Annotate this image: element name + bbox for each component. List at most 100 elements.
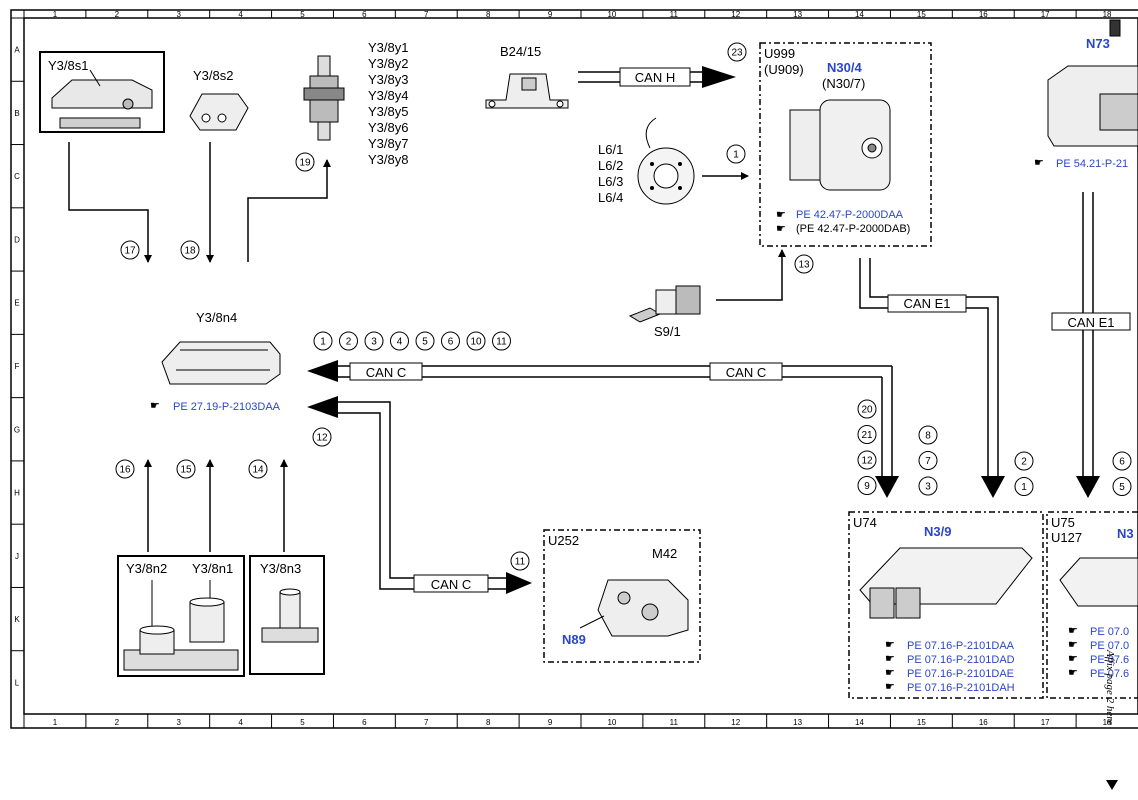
can-e1-u75-marker-circle	[1112, 451, 1132, 471]
y3-8y-solenoid: Y3/8y1 Y3/8y2 Y3/8y3 Y3/8y4 Y3/8y5 Y3/8y…	[303, 40, 408, 167]
marker-14: 14	[252, 465, 264, 476]
y3-8y3-label: Y3/8y3	[368, 72, 408, 87]
grid-col-label: 13	[793, 10, 802, 19]
can-c-marker-circle	[918, 476, 938, 496]
u999-label: U999	[764, 46, 795, 61]
can-c-marker: 21	[861, 430, 873, 441]
hand-icon-3: ☛	[1034, 157, 1044, 169]
grid-col-label: 8	[486, 10, 491, 19]
y3-8n1-label: Y3/8n1	[192, 561, 233, 576]
grid-row-label: B	[14, 109, 19, 118]
marker-18-circle	[180, 240, 200, 260]
marker-19-circle	[295, 152, 315, 172]
b24-15-label: B24/15	[500, 44, 541, 59]
can-e1-u75-marker: 5	[1119, 482, 1125, 493]
hand-icon-12: ☛	[1068, 667, 1078, 679]
y3-8n4-component: Y3/8n4 ☛ PE 27.19-P-2103DAA	[150, 310, 281, 413]
can-e1-bus-u75: CAN E1	[1051, 192, 1131, 498]
can-c-marker: 8	[925, 431, 931, 442]
marker-13: 13	[798, 260, 810, 271]
l6-1-label: L6/1	[598, 142, 623, 157]
marker-12: 12	[316, 433, 328, 444]
hand-icon-10: ☛	[1068, 639, 1078, 651]
can-c-label-2: CAN C	[726, 365, 766, 380]
grid-col-label: 15	[917, 10, 926, 19]
y3-8n2-label: Y3/8n2	[126, 561, 167, 576]
y3-8n4-input-marker-circle	[339, 331, 358, 351]
marker-18: 18	[184, 246, 196, 257]
grid-col-label: 8	[486, 718, 491, 727]
s9-1-label: S9/1	[654, 324, 681, 339]
side-note: Affix page 2 here	[1104, 649, 1118, 790]
can-e1-marker: 1	[1021, 482, 1027, 493]
n3-9-label: N3/9	[924, 524, 951, 539]
y3-8n4-ref[interactable]: PE 27.19-P-2103DAA	[173, 401, 281, 413]
marker-1: 1	[733, 150, 739, 161]
can-e1-marker: 2	[1021, 457, 1027, 468]
n30-4-label: N30/4	[827, 60, 862, 75]
y3-8y1-label: Y3/8y1	[368, 40, 408, 55]
can-c-marker: 7	[925, 456, 931, 467]
can-h-label: CAN H	[635, 70, 675, 85]
u127-label: U127	[1051, 530, 1082, 545]
grid-col-label: 13	[793, 718, 802, 727]
u74-ref-3[interactable]: PE 07.16-P-2101DAE	[907, 668, 1014, 680]
u75-ref-2[interactable]: PE 07.0	[1090, 640, 1129, 652]
l6-4-label: L6/4	[598, 190, 623, 205]
marker-15: 15	[180, 465, 192, 476]
y3-8n4-input-marker: 3	[371, 337, 377, 348]
can-c-marker-circle	[918, 425, 938, 445]
u74-ref-1[interactable]: PE 07.16-P-2101DAA	[907, 640, 1015, 652]
grid-col-label: 18	[1103, 718, 1112, 727]
grid-col-label: 1	[53, 10, 58, 19]
u74-module-box: U74 N3/9 ☛ PE 07.16-P-2101DAA ☛ PE 07.16…	[848, 511, 1044, 699]
hand-icon-4: ☛	[150, 400, 160, 412]
can-c-marker-circle	[857, 399, 877, 419]
bus-lines: CAN H CAN C CAN C CAN C	[307, 66, 1131, 594]
y3-8n4-input-marker-circle	[441, 331, 460, 351]
y3-8n4-input-marker-circle	[492, 331, 511, 351]
marker-17: 17	[124, 246, 136, 257]
l6-3-label: L6/3	[598, 174, 623, 189]
marker-14-circle	[248, 459, 268, 479]
u74-ref-4[interactable]: PE 07.16-P-2101DAH	[907, 682, 1015, 694]
grid-row-label: E	[14, 299, 19, 308]
y3-8y2-label: Y3/8y2	[368, 56, 408, 71]
y3-8y5-label: Y3/8y5	[368, 104, 408, 119]
n3-partial-label: N3	[1117, 526, 1134, 541]
u74-ref-2[interactable]: PE 07.16-P-2101DAD	[907, 654, 1015, 666]
u75-ref-3[interactable]: PE 07.6	[1090, 654, 1129, 666]
u75-ref-1[interactable]: PE 07.0	[1090, 626, 1129, 638]
n30-4-ref-1[interactable]: PE 42.47-P-2000DAA	[796, 209, 904, 221]
y3-8n4-input-marker: 1	[320, 337, 326, 348]
y3-8n3-label: Y3/8n3	[260, 561, 301, 576]
y3-8n1-n2-box: Y3/8n2 Y3/8n1	[117, 555, 245, 677]
grid-col-label: 16	[979, 718, 988, 727]
y3-8n4-input-marker-circle	[390, 331, 409, 351]
n73-ref[interactable]: PE 54.21-P-21	[1056, 158, 1128, 170]
can-e1-u75-marker: 6	[1119, 457, 1125, 468]
n73-label: N73	[1086, 36, 1110, 51]
grid-col-label: 9	[548, 10, 553, 19]
n30-7-label: (N30/7)	[822, 76, 865, 91]
grid-col-label: 12	[731, 718, 740, 727]
can-e1-label-1: CAN E1	[904, 296, 951, 311]
marker-16: 16	[119, 465, 131, 476]
grid-ruler: 1122334455667788991010111112121313141415…	[11, 10, 1112, 728]
marker-11-circle	[510, 551, 530, 571]
can-e1-bus-u74: CAN E1	[859, 258, 1005, 498]
grid-col-label: 10	[607, 718, 616, 727]
grid-row-label: F	[15, 362, 20, 371]
can-c-marker-circle	[918, 451, 938, 470]
can-h-bus: CAN H	[578, 66, 736, 88]
grid-col-label: 7	[424, 10, 429, 19]
grid-row-label: A	[14, 46, 20, 55]
affix-note: Affix page 2 here	[1104, 649, 1116, 725]
can-e1-label-2: CAN E1	[1068, 315, 1115, 330]
grid-col-label: 9	[548, 718, 553, 727]
grid-col-label: 4	[238, 718, 243, 727]
can-c-marker: 20	[861, 405, 873, 416]
l6-2-label: L6/2	[598, 158, 623, 173]
u75-ref-4[interactable]: PE 07.6	[1090, 668, 1129, 680]
grid-col-label: 12	[731, 10, 740, 19]
